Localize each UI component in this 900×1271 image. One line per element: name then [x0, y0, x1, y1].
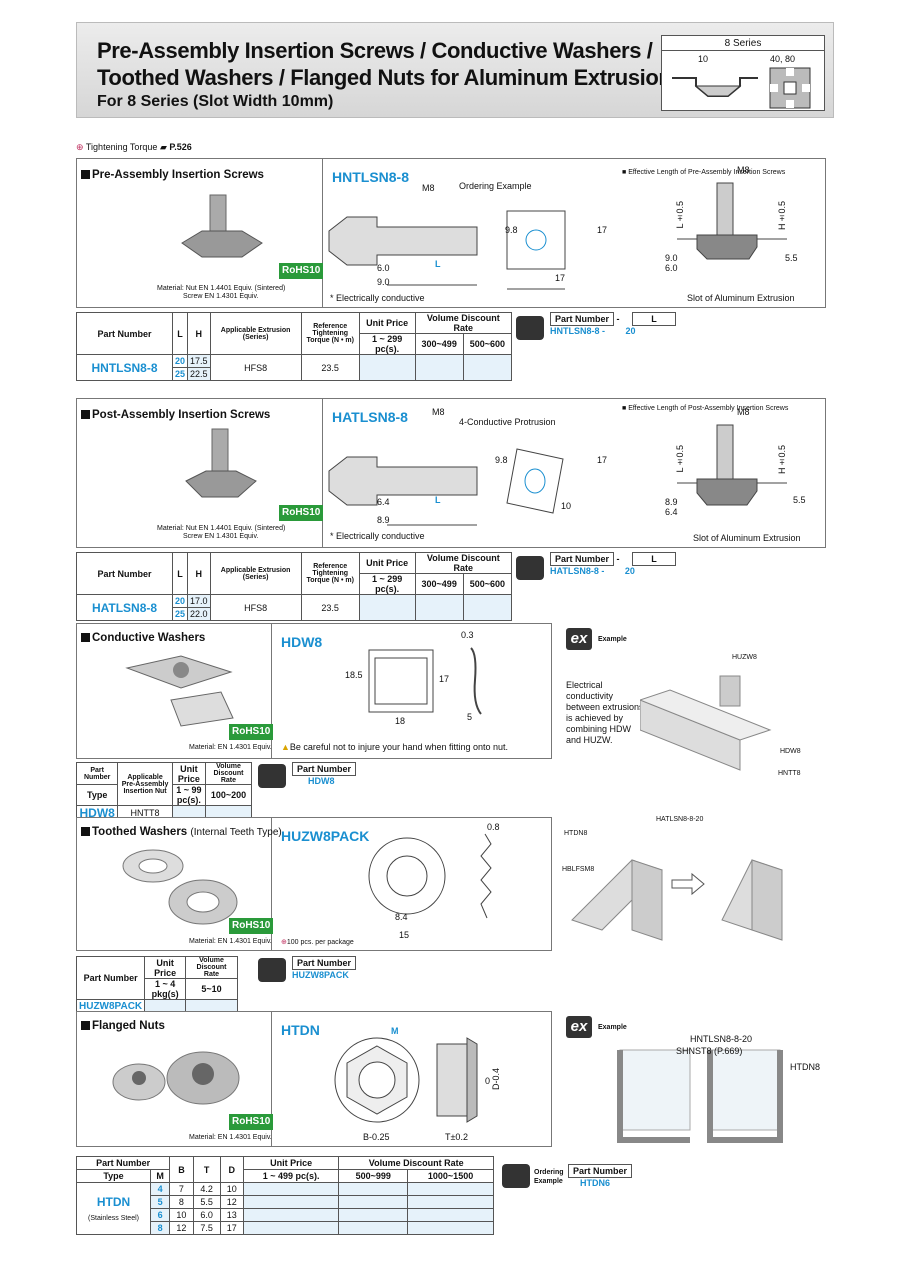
ordering-icon	[258, 958, 286, 982]
part-number-title: HUZW8PACK	[281, 828, 370, 844]
effective-length-label: ■ Effective Length of Pre-Assembly Inser…	[622, 169, 786, 176]
ordering-icon	[516, 316, 544, 340]
post-assembly-section: Post-Assembly Insertion Screws Material:…	[76, 398, 826, 548]
section-title: Pre-Assembly Insertion Screws	[92, 169, 264, 181]
screw-photo-icon	[181, 194, 263, 258]
flanged-nuts-section: Flanged Nuts RoHS10 Material: EN 1.4301 …	[76, 1011, 552, 1147]
example-icon: ex	[566, 628, 592, 650]
rohs-badge: RoHS10	[279, 263, 324, 279]
washer-drawing	[368, 647, 482, 715]
material-text: Material: EN 1.4301 Equiv.	[189, 1134, 272, 1141]
note-text: * Electrically conductive	[330, 293, 425, 303]
table-row: HNTLSN8-8	[76, 354, 173, 381]
flanged-nut-drawing	[334, 1037, 478, 1123]
section-title: Flanged Nuts	[92, 1020, 165, 1032]
ordering-icon	[516, 556, 544, 580]
page-subtitle: For 8 Series (Slot Width 10mm)	[97, 93, 334, 110]
page-header: Pre-Assembly Insertion Screws / Conducti…	[76, 22, 834, 118]
effective-length-drawing	[677, 182, 787, 260]
extrusion-assembly-illustration	[640, 675, 772, 771]
effective-length-drawing	[677, 424, 787, 506]
torque-ref[interactable]: ⊕ Tightening Torque ▰ P.526	[76, 142, 192, 152]
torque-icon: ⊕	[76, 142, 84, 152]
material-text: Material: Nut EN 1.4401 Equiv. (Sintered…	[157, 525, 286, 540]
rohs-badge: RoHS10	[229, 724, 274, 740]
warning-text: ▲Be careful not to injure your hand when…	[281, 742, 509, 752]
ordering-part-number: Part Number - L HATLSN8-8 - 20	[550, 552, 677, 576]
table-row: HATLSN8-8	[76, 594, 173, 621]
series-box: 8 Series 10 40, 80	[661, 35, 825, 111]
page-title: Pre-Assembly Insertion Screws / Conducti…	[97, 38, 684, 90]
screw-drawing	[328, 210, 566, 290]
book-icon: ▰	[159, 142, 167, 152]
part-number-title: HDW8	[281, 634, 323, 650]
example-icon: ex	[566, 1016, 592, 1038]
ordering-part-number: Part Number - L HNTLSN8-8 - 20	[550, 312, 677, 336]
toothed-washers-section: Toothed Washers (Internal Teeth Type) Ro…	[76, 817, 552, 951]
toothed-washer-photo-icon	[122, 849, 238, 925]
slot-profile-icon	[672, 67, 811, 109]
toothed-washer-example-illustration	[571, 859, 783, 941]
ordering-example-label: Ordering Example	[459, 181, 532, 191]
screw-photo-icon	[185, 428, 257, 498]
toothed-washer-drawing	[368, 833, 492, 919]
material-text: Material: Nut EN 1.4401 Equiv. (Sintered…	[157, 285, 286, 300]
washer-photo-icon	[125, 655, 234, 727]
series-label: 8 Series	[724, 38, 762, 49]
flanged-nut-photo-icon	[112, 1051, 240, 1105]
part-number-title: HATLSN8-8	[332, 409, 408, 425]
material-text: Material: EN 1.4301 Equiv.	[189, 744, 272, 751]
m8-label: M8	[422, 183, 435, 193]
slot-dim: 10	[698, 54, 709, 64]
warning-icon: ▲	[281, 742, 290, 752]
ordering-icon	[258, 764, 286, 788]
part-number-title: HNTLSN8-8	[332, 169, 410, 185]
rohs-badge: RoHS10	[279, 505, 324, 521]
size-dim: 40, 80	[770, 54, 796, 64]
ordering-icon	[502, 1164, 530, 1188]
screw-drawing	[328, 448, 564, 526]
section-title: Post-Assembly Insertion Screws	[92, 409, 271, 421]
part-number-title: HTDN	[281, 1022, 320, 1038]
section-title: Conductive Washers	[92, 632, 206, 644]
conductive-washers-section: Conductive Washers RoHS10 Material: EN 1…	[76, 623, 552, 759]
rohs-badge: RoHS10	[229, 1114, 274, 1130]
rohs-badge: RoHS10	[229, 918, 274, 934]
pre-assembly-section: Pre-Assembly Insertion Screws Material: …	[76, 158, 826, 308]
flanged-nut-example-illustration	[617, 1049, 783, 1143]
package-note: ⊕100 pcs. per package	[281, 939, 354, 946]
material-text: Material: EN 1.4301 Equiv.	[189, 938, 272, 945]
section-title: Toothed Washers	[92, 826, 188, 838]
